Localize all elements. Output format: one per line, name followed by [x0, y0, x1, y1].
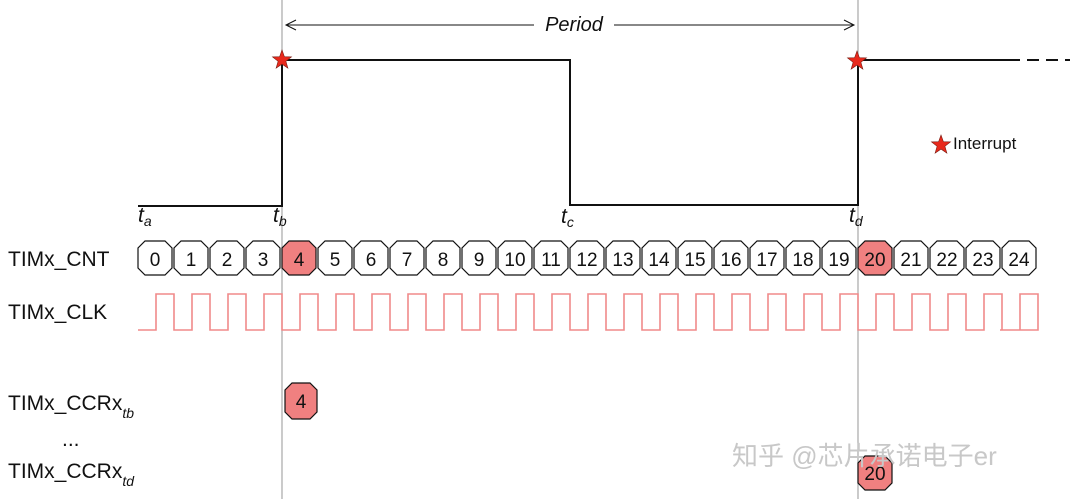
counter-cell: 21	[893, 240, 929, 276]
ccr-value-tb: 4	[284, 382, 318, 420]
counter-cell: 7	[389, 240, 425, 276]
clock-waveform	[138, 293, 1039, 331]
counter-value: 20	[864, 250, 885, 271]
counter-value: 7	[402, 250, 413, 271]
time-marker-td: td	[849, 204, 864, 229]
counter-cell: 24	[1001, 240, 1037, 276]
counter-cell: 16	[713, 240, 749, 276]
time-marker-tc: tc	[561, 205, 574, 230]
svg-text:tb: tb	[273, 204, 287, 229]
counter-cell: 9	[461, 240, 497, 276]
counter-value: 15	[684, 250, 705, 271]
interrupt-star-icon-td	[846, 50, 868, 70]
interrupt-star-icon-tb	[271, 49, 293, 69]
counter-value: 18	[792, 250, 813, 271]
counter-value: 2	[222, 250, 233, 271]
counter-value: 16	[720, 250, 741, 271]
counter-cell: 4	[281, 240, 317, 276]
counter-cell: 19	[821, 240, 857, 276]
svg-text:TIMx_CCRxtd: TIMx_CCRxtd	[8, 460, 135, 489]
counter-cell: 18	[785, 240, 821, 276]
period-arrow: Period	[284, 14, 856, 36]
row-label-cnt: TIMx_CNT	[8, 248, 110, 271]
time-marker-tb: tb	[273, 204, 287, 229]
counter-value: 5	[330, 250, 341, 271]
counter-value: 17	[756, 250, 777, 271]
ccr-value-td: 20	[857, 455, 893, 491]
counter-value: 22	[936, 250, 957, 271]
counter-value: 0	[150, 250, 161, 271]
svg-text:20: 20	[864, 464, 885, 485]
counter-cell: 11	[533, 240, 569, 276]
row-label-ccr-td: TIMx_CCRxtd	[8, 460, 135, 489]
counter-value: 10	[504, 250, 525, 271]
counter-value: 23	[972, 250, 993, 271]
counter-cell: 0	[137, 240, 173, 276]
counter-cell: 8	[425, 240, 461, 276]
row-label-clk: TIMx_CLK	[8, 301, 107, 324]
counter-cell: 6	[353, 240, 389, 276]
svg-text:ta: ta	[138, 204, 152, 229]
counter-value: 14	[648, 250, 670, 271]
row-label-ccr-tb: TIMx_CCRxtb	[8, 392, 134, 421]
time-marker-ta: ta	[138, 204, 152, 229]
interrupt-legend-label: Interrupt	[953, 134, 1017, 153]
red-star-icon	[930, 134, 952, 154]
counter-cell: 20	[857, 240, 893, 276]
counter-value: 13	[612, 250, 633, 271]
counter-cell: 1	[173, 240, 209, 276]
counter-cell: 12	[569, 240, 605, 276]
svg-text:4: 4	[296, 392, 307, 413]
counter-value: 3	[258, 250, 269, 271]
counter-value: 19	[828, 250, 849, 271]
counter-cell: 3	[245, 240, 281, 276]
pwm-output-signal	[138, 59, 1070, 207]
counter-cell: 13	[605, 240, 641, 276]
counter-cell: 14	[641, 240, 677, 276]
counter-value: 21	[900, 250, 921, 271]
row-label-ellipsis: ...	[62, 428, 80, 451]
counter-value: 1	[186, 250, 197, 271]
counter-value: 12	[576, 250, 597, 271]
svg-text:td: td	[849, 204, 864, 229]
counter-value: 4	[294, 250, 305, 271]
svg-text:tc: tc	[561, 205, 574, 230]
counter-cell: 15	[677, 240, 713, 276]
counter-cell: 22	[929, 240, 965, 276]
counter-value: 24	[1008, 250, 1030, 271]
counter-cell: 23	[965, 240, 1001, 276]
counter-value: 9	[474, 250, 485, 271]
svg-text:TIMx_CCRxtb: TIMx_CCRxtb	[8, 392, 134, 421]
counter-cell: 17	[749, 240, 785, 276]
counter-cell: 2	[209, 240, 245, 276]
counter-cell: 10	[497, 240, 533, 276]
watermark-text: 知乎 @芯片承诺电子er	[732, 441, 997, 471]
counter-cell: 5	[317, 240, 353, 276]
interrupt-legend: Interrupt	[930, 134, 1017, 154]
counter-value: 11	[541, 250, 561, 271]
period-label: Period	[545, 14, 604, 36]
counter-value: 8	[438, 250, 449, 271]
counter-value: 6	[366, 250, 377, 271]
